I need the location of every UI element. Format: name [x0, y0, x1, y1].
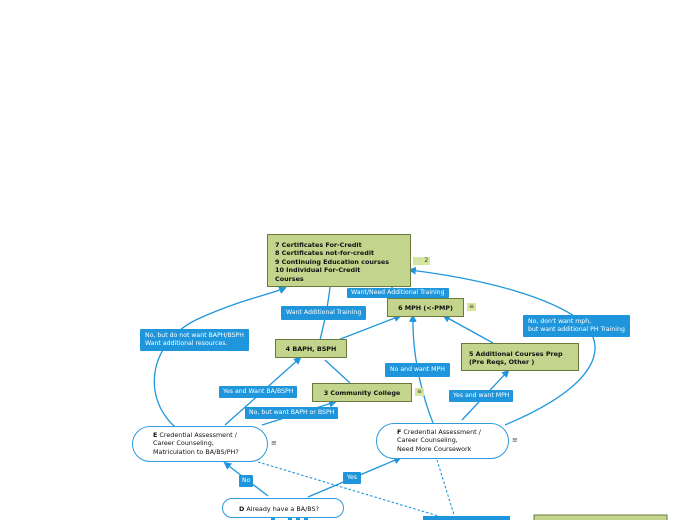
- notes-icon[interactable]: ≡: [467, 303, 477, 311]
- edge-label-yes-and-want-baph: Yes and Want BA/BSPH: [219, 386, 298, 398]
- edge-label-no-but-want-baph: No, but want BAPH or BSPH: [245, 407, 339, 419]
- node-e-credential-assessment[interactable]: E Credential Assessment / Career Counsel…: [132, 426, 268, 462]
- notes-icon[interactable]: ≡: [415, 388, 425, 396]
- edge-label-want-need-training: Want/Need Additional Training: [347, 288, 449, 298]
- node-line: 9 Continuing Education courses: [275, 257, 390, 266]
- node-baph-bsph[interactable]: 4 BAPH, BSPH: [275, 339, 347, 358]
- edge-e-dashed: [257, 461, 446, 519]
- edge-label-no-dont-want-mph: No, don't want mph, but want additional …: [523, 315, 630, 337]
- edge-label-no-and-want-mph: No and want MPH: [385, 363, 450, 377]
- node-line: Matriculation to BA/BS/PH?: [153, 447, 239, 456]
- edge-label-no-but-no-baph: No, but do not want BAPH/BSPH Want addit…: [140, 329, 249, 351]
- node-line: 5 Additional Courses Prep: [469, 350, 563, 358]
- notes-icon[interactable]: ≡: [512, 436, 518, 444]
- node-label: 4 BAPH, BSPH: [285, 345, 337, 353]
- edge-label-yes: Yes: [343, 472, 361, 484]
- node-label: 3 Community College: [323, 389, 401, 397]
- notes-icon[interactable]: ≡: [271, 439, 277, 447]
- node-label: 6 MPH (<-PMP): [398, 304, 453, 312]
- edge-4-to-6: [337, 314, 402, 341]
- offscreen-dot: [304, 517, 308, 520]
- node-line: Career Counseling,: [153, 439, 214, 448]
- edge-label-no: No: [239, 475, 254, 487]
- edge-label-yes-and-want-mph: Yes and want MPH: [449, 390, 514, 402]
- node-line-text: Credential Assessment /: [157, 431, 237, 439]
- offscreen-dot: [296, 517, 300, 520]
- offscreen-node-bottom-green: [533, 514, 668, 520]
- node-d-already-have-ba[interactable]: D Already have a BA/BS?: [222, 498, 344, 518]
- comment-badge[interactable]: ❔ 2: [413, 257, 431, 265]
- node-line-text: Credential Assessment /: [401, 428, 481, 436]
- node-f-credential-assessment[interactable]: F Credential Assessment / Career Counsel…: [376, 423, 509, 459]
- node-line: Courses: [275, 274, 304, 283]
- label-line: but want additional PH Training: [528, 326, 625, 333]
- edge-f-dashed: [436, 459, 456, 519]
- edge-3-to-4: [324, 359, 351, 384]
- label-line: No, but do not want BAPH/BSPH: [145, 332, 244, 339]
- edge-5-to-6: [442, 315, 494, 344]
- node-line: (Pre Reqs, Other ): [469, 358, 535, 367]
- node-key: E: [153, 431, 158, 439]
- node-line: 7 Certificates For-Credit: [275, 241, 362, 249]
- node-certificates-courses[interactable]: 7 Certificates For-Credit 8 Certificates…: [267, 234, 411, 287]
- node-line: Need More Coursework: [397, 444, 472, 453]
- label-line: Want additional resources.: [145, 340, 228, 347]
- label-line: No, don't want mph,: [528, 318, 592, 325]
- node-label: Already have a BA/BS?: [244, 505, 319, 513]
- node-line: 8 Certificates not-for-credit: [275, 249, 375, 258]
- node-line: F Credential Assessment /: [397, 428, 508, 436]
- node-key: F: [397, 428, 402, 436]
- offscreen-dot: [288, 517, 292, 520]
- edge-e-to-7-10: [153, 286, 287, 428]
- offscreen-node-bottom-blue: [423, 516, 510, 520]
- node-community-college[interactable]: 3 Community College: [312, 383, 412, 402]
- node-additional-courses-prep[interactable]: 5 Additional Courses Prep (Pre Reqs, Oth…: [461, 343, 579, 371]
- node-key: D: [239, 505, 245, 513]
- node-mph[interactable]: 6 MPH (<-PMP): [387, 298, 464, 317]
- node-line: 10 Individual For-Credit: [275, 266, 361, 275]
- node-line: E Credential Assessment /: [153, 431, 267, 439]
- offscreen-dot: [271, 517, 275, 520]
- node-line: Career Counseling,: [397, 436, 458, 445]
- edge-label-want-additional-training: Want Additional Training: [281, 306, 367, 320]
